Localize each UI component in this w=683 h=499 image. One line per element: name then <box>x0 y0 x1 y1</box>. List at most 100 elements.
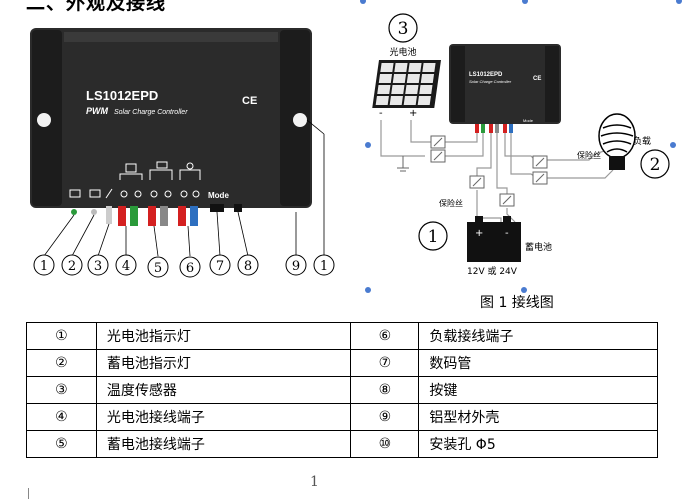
callout-1: 1 <box>40 259 48 274</box>
callout-10: 1 <box>320 259 328 274</box>
callout-4: 4 <box>122 259 130 274</box>
battery-number: 1 <box>428 227 439 247</box>
part-name: 温度传感器 <box>95 376 352 404</box>
controller-ce-small: CE <box>533 76 541 82</box>
device-body <box>30 28 312 208</box>
solar-minus: - <box>379 108 383 119</box>
load-terminal-pos <box>178 206 186 226</box>
controller-body <box>449 44 561 124</box>
solar-label: 光电池 <box>389 46 416 58</box>
table-row: ② 蓄电池指示灯 ⑦ 数码管 <box>26 349 658 377</box>
part-number: ① <box>26 322 97 350</box>
mode-label: Mode <box>208 191 229 200</box>
part-number: ⑥ <box>350 322 420 350</box>
selection-handle[interactable] <box>522 0 528 4</box>
part-name: 按键 <box>418 376 658 404</box>
mount-hole-right <box>293 113 307 127</box>
device-model: LS1012EPD <box>86 88 158 103</box>
selection-handle[interactable] <box>360 0 366 4</box>
battery-label: 蓄电池 <box>525 241 552 253</box>
part-name: 蓄电池接线端子 <box>95 430 352 458</box>
ground-symbol <box>397 156 409 172</box>
wires <box>380 120 614 223</box>
part-number: ② <box>26 349 97 377</box>
mount-hole-left <box>37 113 51 127</box>
section-heading: 二、外观及接线 <box>26 0 167 14</box>
callout-circles <box>33 254 335 278</box>
solar-terminal-neg <box>130 206 138 226</box>
callout-3: 3 <box>94 259 102 274</box>
part-number: ⑩ <box>350 430 420 458</box>
part-name: 蓄电池指示灯 <box>95 349 352 377</box>
part-number: ⑨ <box>350 403 420 431</box>
load-terminal-neg <box>190 206 198 226</box>
parts-table: ① 光电池指示灯 ⑥ 负载接线端子 ② 蓄电池指示灯 ⑦ 数码管 ③ 温度传感器… <box>26 322 658 458</box>
callout-2: 2 <box>68 259 76 274</box>
part-name: 光电池指示灯 <box>95 322 352 350</box>
panel-icons <box>69 161 201 199</box>
fuse-label-battery: 保险丝 <box>439 198 463 208</box>
load-callout <box>640 149 670 179</box>
page-number: 1 <box>310 474 319 490</box>
controller-subtitle-small: Solar Charge Controller <box>469 79 512 84</box>
callout-9: 9 <box>292 259 300 274</box>
part-name: 铝型材外壳 <box>418 403 658 431</box>
selection-handle[interactable] <box>521 287 527 293</box>
part-name: 负载接线端子 <box>418 322 658 350</box>
part-name: 光电池接线端子 <box>95 403 352 431</box>
controller-terminals <box>475 124 513 133</box>
battery-terminal-neg <box>160 206 168 226</box>
selection-handle[interactable] <box>365 142 371 148</box>
digit-display <box>210 204 224 212</box>
callout-8: 8 <box>244 259 252 274</box>
temp-sensor <box>106 206 112 224</box>
controller-photo: LS1012EPD PWM Solar Charge Controller CE… <box>30 28 335 278</box>
battery-led <box>91 209 97 215</box>
fuse-label-load: 保险丝 <box>577 150 601 160</box>
part-number: ③ <box>26 376 97 404</box>
selection-handle[interactable] <box>670 142 676 148</box>
figure-caption: 图 1 接线图 <box>480 295 554 311</box>
part-name: 数码管 <box>418 349 658 377</box>
battery-plus: + <box>475 228 483 239</box>
battery-voltage: 12V 或 24V <box>467 265 518 277</box>
text-cursor <box>28 488 29 499</box>
part-number: ⑤ <box>26 430 97 458</box>
device-pwm: PWM <box>86 106 108 116</box>
solar-callout <box>388 13 418 43</box>
table-row: ⑤ 蓄电池接线端子 ⑩ 安装孔 Φ5 <box>26 430 658 458</box>
solar-number: 3 <box>398 19 409 39</box>
solar-panel-icon <box>372 60 441 108</box>
battery-callout <box>418 221 448 251</box>
table-row: ③ 温度传感器 ⑧ 按键 <box>26 376 658 404</box>
wiring-diagram: 3 光电池 - + LS1012EPD Solar Charge Control… <box>372 13 670 277</box>
device-subtitle: Solar Charge Controller <box>114 109 188 116</box>
solar-terminal-pos <box>118 206 126 226</box>
controller-model-small: LS1012EPD <box>469 72 503 78</box>
controller-mode-small: Mode <box>523 118 534 123</box>
solar-led <box>71 209 77 215</box>
callout-5: 5 <box>154 261 162 276</box>
fuse-block-slashes <box>433 137 545 205</box>
callout-6: 6 <box>186 261 194 276</box>
mode-button <box>234 204 242 212</box>
battery-terminal-pos <box>148 206 156 226</box>
load-number: 2 <box>650 155 661 175</box>
part-number: ⑧ <box>350 376 420 404</box>
bulb-icon <box>598 113 636 170</box>
selection-handle[interactable] <box>676 0 682 4</box>
table-row: ④ 光电池接线端子 ⑨ 铝型材外壳 <box>26 403 658 431</box>
part-name: 安装孔 Φ5 <box>418 430 658 458</box>
solar-plus: + <box>409 108 417 119</box>
table-row: ① 光电池指示灯 ⑥ 负载接线端子 <box>26 322 658 350</box>
part-number: ④ <box>26 403 97 431</box>
part-number: ⑦ <box>350 349 420 377</box>
callout-7: 7 <box>216 259 224 274</box>
fuse-blocks <box>430 135 548 207</box>
battery-icon <box>467 222 521 262</box>
ce-mark: CE <box>242 95 257 107</box>
selection-handle[interactable] <box>365 287 371 293</box>
leader-lines <box>43 119 325 257</box>
battery-minus: - <box>505 228 509 239</box>
load-label: 负载 <box>633 135 651 147</box>
